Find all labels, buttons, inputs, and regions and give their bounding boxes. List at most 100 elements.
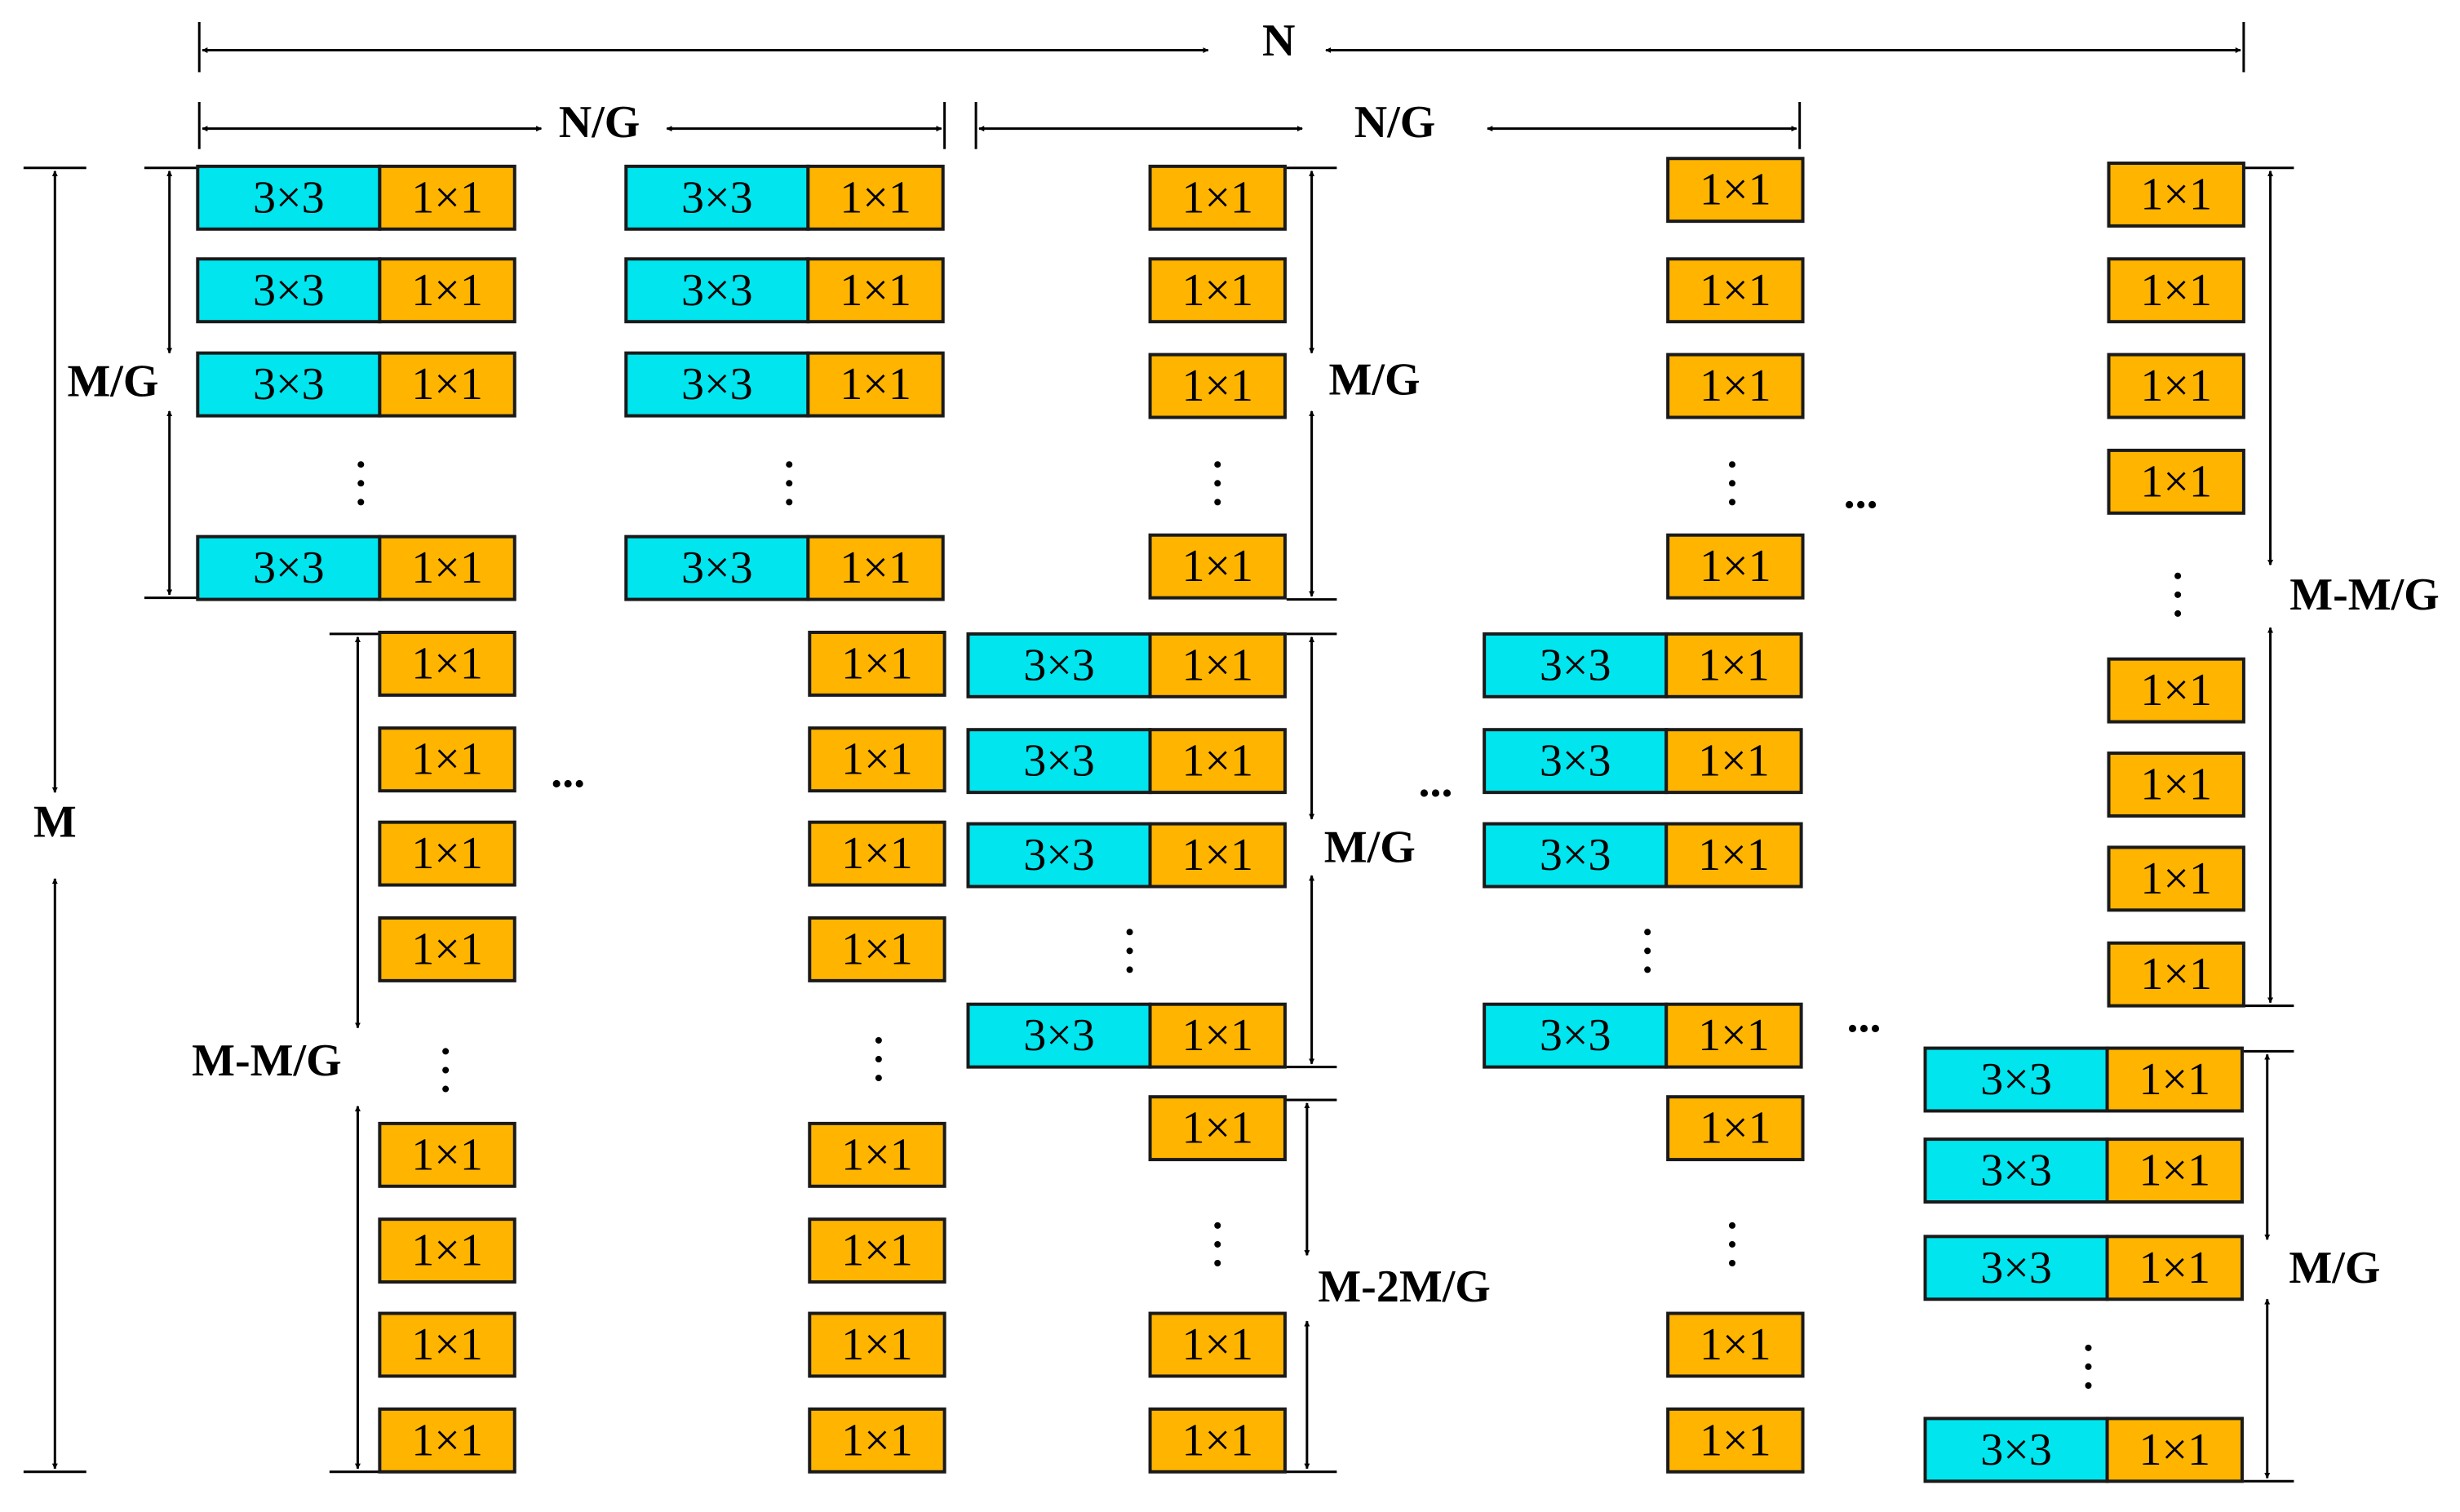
conv1x1-block	[1666, 353, 1805, 419]
conv1x1-label: 1×1	[411, 924, 483, 974]
conv3x3-block	[1923, 1137, 2109, 1204]
vertical-ellipsis	[1214, 1260, 1221, 1267]
conv1x1-label: 1×1	[1698, 1010, 1770, 1061]
conv1x1-label: 1×1	[411, 828, 483, 879]
vertical-ellipsis	[1728, 1260, 1735, 1267]
conv3x3-block	[1923, 1046, 2109, 1113]
conv1x1-label: 1×1	[2140, 169, 2212, 219]
conv3x3-block	[966, 822, 1152, 889]
conv1x1-block	[1148, 1311, 1287, 1378]
m-minus-2m-over-g-label: M-2M/G	[1318, 1261, 1490, 1312]
conv3x3-label: 3×3	[681, 359, 753, 410]
conv1x1-block	[806, 534, 945, 601]
vertical-ellipsis	[786, 480, 793, 487]
conv1x1-label: 1×1	[1181, 1103, 1253, 1154]
vertical-ellipsis	[1126, 966, 1133, 973]
conv1x1-label: 1×1	[840, 543, 911, 593]
conv1x1-label: 1×1	[411, 172, 483, 223]
conv1x1-label: 1×1	[2139, 1146, 2210, 1196]
conv1x1-label: 1×1	[841, 828, 913, 879]
conv3x3-block	[624, 257, 810, 324]
conv1x1-block	[1664, 728, 1803, 795]
conv3x3-block	[196, 351, 382, 418]
conv1x1-label: 1×1	[1181, 640, 1253, 690]
conv1x1-label: 1×1	[2140, 949, 2212, 1000]
m-minus-m-over-g-label: M-M/G	[2289, 570, 2439, 620]
conv1x1-label: 1×1	[1698, 736, 1770, 787]
conv1x1-block	[1148, 1095, 1287, 1162]
conv1x1-block	[1666, 157, 1805, 224]
conv3x3-label: 3×3	[1540, 830, 1611, 880]
conv1x1-label: 1×1	[841, 638, 913, 689]
m-over-g-label: M/G	[1324, 822, 1416, 872]
conv1x1-block	[1664, 822, 1803, 889]
conv1x1-block	[378, 726, 516, 793]
conv1x1-block	[378, 1407, 516, 1474]
conv3x3-label: 3×3	[1980, 1425, 2052, 1475]
conv1x1-label: 1×1	[1181, 361, 1253, 411]
vertical-ellipsis	[357, 461, 365, 468]
m-minus-m-over-g-label: M-M/G	[192, 1035, 341, 1086]
vertical-ellipsis	[1214, 1222, 1221, 1229]
conv3x3-block	[624, 534, 810, 601]
vertical-ellipsis	[1644, 947, 1651, 955]
conv1x1-block	[1148, 822, 1287, 889]
conv1x1-label: 1×1	[1698, 640, 1770, 690]
conv1x1-label: 1×1	[1181, 541, 1253, 592]
vertical-ellipsis	[1728, 480, 1735, 487]
horizontal-ellipsis: ...	[1844, 468, 1878, 518]
conv1x1-label: 1×1	[2139, 1243, 2210, 1293]
conv1x1-block	[378, 351, 516, 418]
conv1x1-block	[2105, 1137, 2244, 1204]
conv3x3-block	[1923, 1235, 2109, 1301]
conv1x1-block	[1664, 1002, 1803, 1069]
conv3x3-label: 3×3	[681, 265, 753, 316]
conv1x1-label: 1×1	[841, 924, 913, 974]
conv1x1-label: 1×1	[1700, 1415, 1771, 1465]
conv1x1-label: 1×1	[841, 734, 913, 785]
conv1x1-label: 1×1	[2140, 361, 2212, 411]
conv1x1-label: 1×1	[1181, 1010, 1253, 1061]
m-label: M	[33, 797, 77, 848]
m-over-g-label: M/G	[67, 356, 158, 406]
conv1x1-block	[378, 534, 516, 601]
conv1x1-block	[378, 916, 516, 982]
vertical-ellipsis	[1728, 1222, 1735, 1229]
conv3x3-label: 3×3	[1540, 736, 1611, 787]
conv1x1-label: 1×1	[411, 1319, 483, 1370]
conv1x1-block	[806, 164, 945, 231]
conv1x1-block	[808, 820, 946, 887]
vertical-ellipsis	[1126, 929, 1133, 936]
conv1x1-block	[378, 820, 516, 887]
conv1x1-label: 1×1	[411, 1415, 483, 1465]
conv1x1-block	[808, 1121, 946, 1188]
conv1x1-block	[1148, 164, 1287, 231]
conv1x1-block	[2107, 657, 2245, 724]
conv1x1-label: 1×1	[1700, 265, 1771, 316]
vertical-ellipsis	[2174, 572, 2182, 579]
conv1x1-block	[1148, 1407, 1287, 1474]
conv1x1-block	[2107, 353, 2245, 419]
conv1x1-label: 1×1	[411, 734, 483, 785]
vertical-ellipsis	[875, 1075, 882, 1082]
conv1x1-block	[808, 1311, 946, 1378]
vertical-ellipsis	[875, 1036, 882, 1044]
conv3x3-label: 3×3	[1540, 640, 1611, 690]
vertical-ellipsis	[2085, 1382, 2092, 1390]
conv1x1-block	[1666, 1095, 1805, 1162]
conv1x1-label: 1×1	[1700, 165, 1771, 215]
conv1x1-block	[1148, 257, 1287, 324]
vertical-ellipsis	[1728, 499, 1735, 506]
vertical-ellipsis	[357, 499, 365, 506]
conv1x1-block	[2105, 1235, 2244, 1301]
conv1x1-label: 1×1	[1181, 265, 1253, 316]
conv1x1-block	[1148, 533, 1287, 600]
conv1x1-label: 1×1	[411, 1226, 483, 1276]
conv1x1-block	[378, 1121, 516, 1188]
conv1x1-label: 1×1	[411, 638, 483, 689]
conv1x1-block	[1148, 728, 1287, 795]
conv3x3-block	[624, 351, 810, 418]
conv3x3-label: 3×3	[681, 172, 753, 223]
conv3x3-block	[966, 728, 1152, 795]
conv1x1-label: 1×1	[841, 1415, 913, 1465]
